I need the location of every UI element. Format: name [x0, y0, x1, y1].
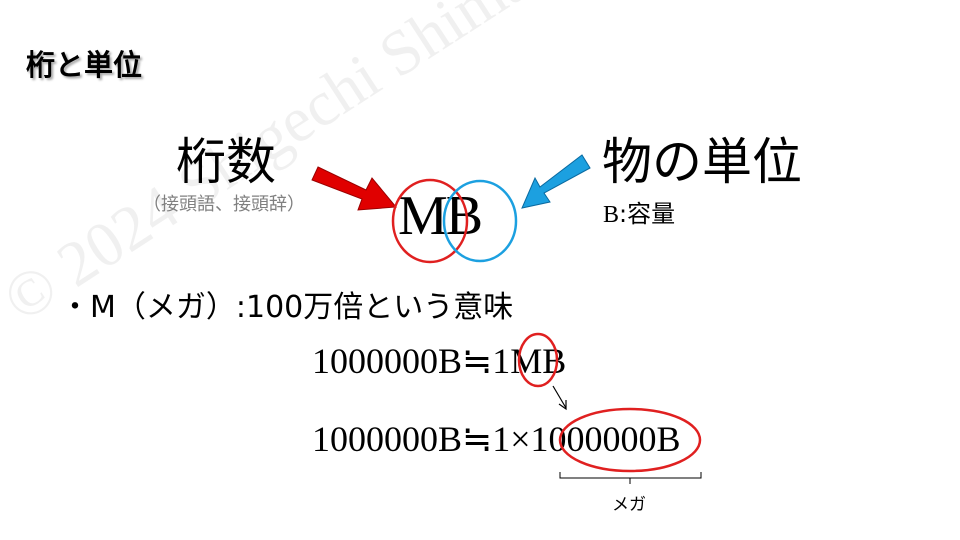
blue-arrow-icon [521, 154, 591, 209]
blue-circle-b [442, 179, 518, 263]
mb-text: MB [398, 185, 483, 247]
unit-heading: 物の単位 [602, 133, 802, 191]
slide-title: 桁と単位 [26, 48, 143, 82]
prefix-subtext: （接頭語、接頭辞） [143, 194, 305, 215]
bullet-text: ・M（メガ）:100万倍という意味 [60, 290, 514, 325]
pointer-arrow-line [552, 385, 567, 409]
pointer-arrow-head-icon [558, 400, 567, 411]
red-arrow-icon [311, 166, 397, 211]
red-circle-m-small [517, 332, 559, 388]
unit-desc: :容量 [619, 200, 676, 228]
bracket [559, 472, 702, 479]
equation-2: 1000000B≒1×1000000B [312, 419, 681, 459]
mega-label: メガ [612, 495, 646, 515]
prefix-heading: 桁数 [176, 133, 276, 191]
red-circle-m [391, 178, 469, 264]
red-ellipse-million [558, 407, 702, 473]
unit-letter: B [603, 202, 620, 228]
equation-1: 1000000B≒1MB [312, 341, 567, 381]
unit-subtext: B:容量 [603, 194, 675, 229]
